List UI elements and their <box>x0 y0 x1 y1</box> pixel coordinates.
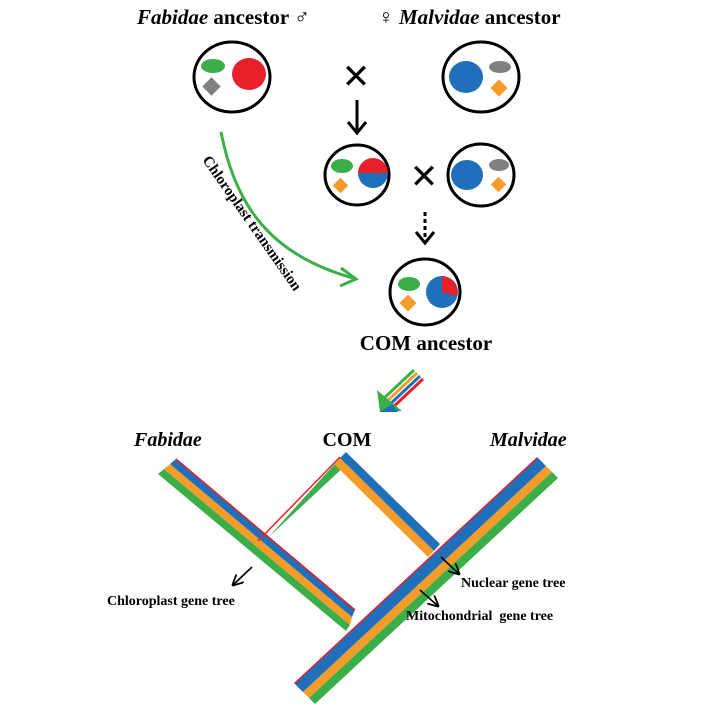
tree-label-com: COM <box>323 429 372 451</box>
mitochondrion-orange-diamond <box>490 176 507 193</box>
chloroplast-pointer-arrow <box>233 566 253 585</box>
chloroplast-transmission-arrow <box>219 131 359 288</box>
mitochondrial-gene-tree-label: Mitochondrial gene tree <box>406 609 553 624</box>
mitochondrion-orange-diamond <box>332 177 349 194</box>
mitochondrion-orange-diamond <box>490 79 508 97</box>
fabidae-branch <box>158 458 356 631</box>
com-ancestor-label: COM ancestor <box>360 331 492 355</box>
nucleus-red-sector <box>442 276 458 296</box>
nuclear-gene-tree-label: Nuclear gene tree <box>461 576 565 591</box>
fabidae-ancestor-cell <box>192 40 272 114</box>
mitochondrial-pointer-arrow <box>419 589 438 606</box>
nucleus-red-half <box>358 158 388 173</box>
malvidae-ancestor-title: ♀ Malvidae ancestor <box>378 5 561 29</box>
cross-symbol-top: ✕ <box>342 59 371 96</box>
nucleus-blue-half <box>358 173 388 188</box>
tree-label-fabidae: Fabidae <box>133 429 202 451</box>
com-ancestor-cell <box>388 257 462 327</box>
dotted-down-arrow <box>414 212 436 246</box>
nucleus-blue <box>451 160 483 190</box>
chloroplast-gray-organelle <box>489 61 511 73</box>
nucleus-red <box>232 58 266 90</box>
chloroplast-gray-organelle <box>489 159 509 171</box>
cross-symbol-middle: ✕ <box>410 159 439 196</box>
nucleus-blue <box>449 61 483 93</box>
nuclear-pointer-arrow <box>440 556 459 574</box>
malvidae-backcross-cell <box>446 142 516 208</box>
fabidae-ancestor-title: Fabidae ancestor ♂ <box>136 5 310 29</box>
mitochondrion-orange-diamond <box>399 294 417 312</box>
malvidae-ancestor-cell <box>441 40 521 114</box>
chloroplast-green-organelle <box>201 59 225 73</box>
hybrid-cell <box>323 143 391 207</box>
chloroplast-green-organelle <box>331 159 353 173</box>
mitochondrion-gray-diamond <box>202 77 221 96</box>
striped-diagonal-arrow <box>377 368 425 412</box>
com-branch <box>334 452 440 557</box>
malvidae-branch <box>294 457 558 704</box>
chloroplast-connector <box>257 456 347 547</box>
chloroplast-transmission-label: Chloroplast transmission <box>199 153 305 295</box>
solid-down-arrow <box>346 100 368 136</box>
chloroplast-gene-tree-label: Chloroplast gene tree <box>107 594 235 609</box>
tree-label-malvidae: Malvidae <box>489 429 567 451</box>
chloroplast-green-organelle <box>398 277 420 291</box>
